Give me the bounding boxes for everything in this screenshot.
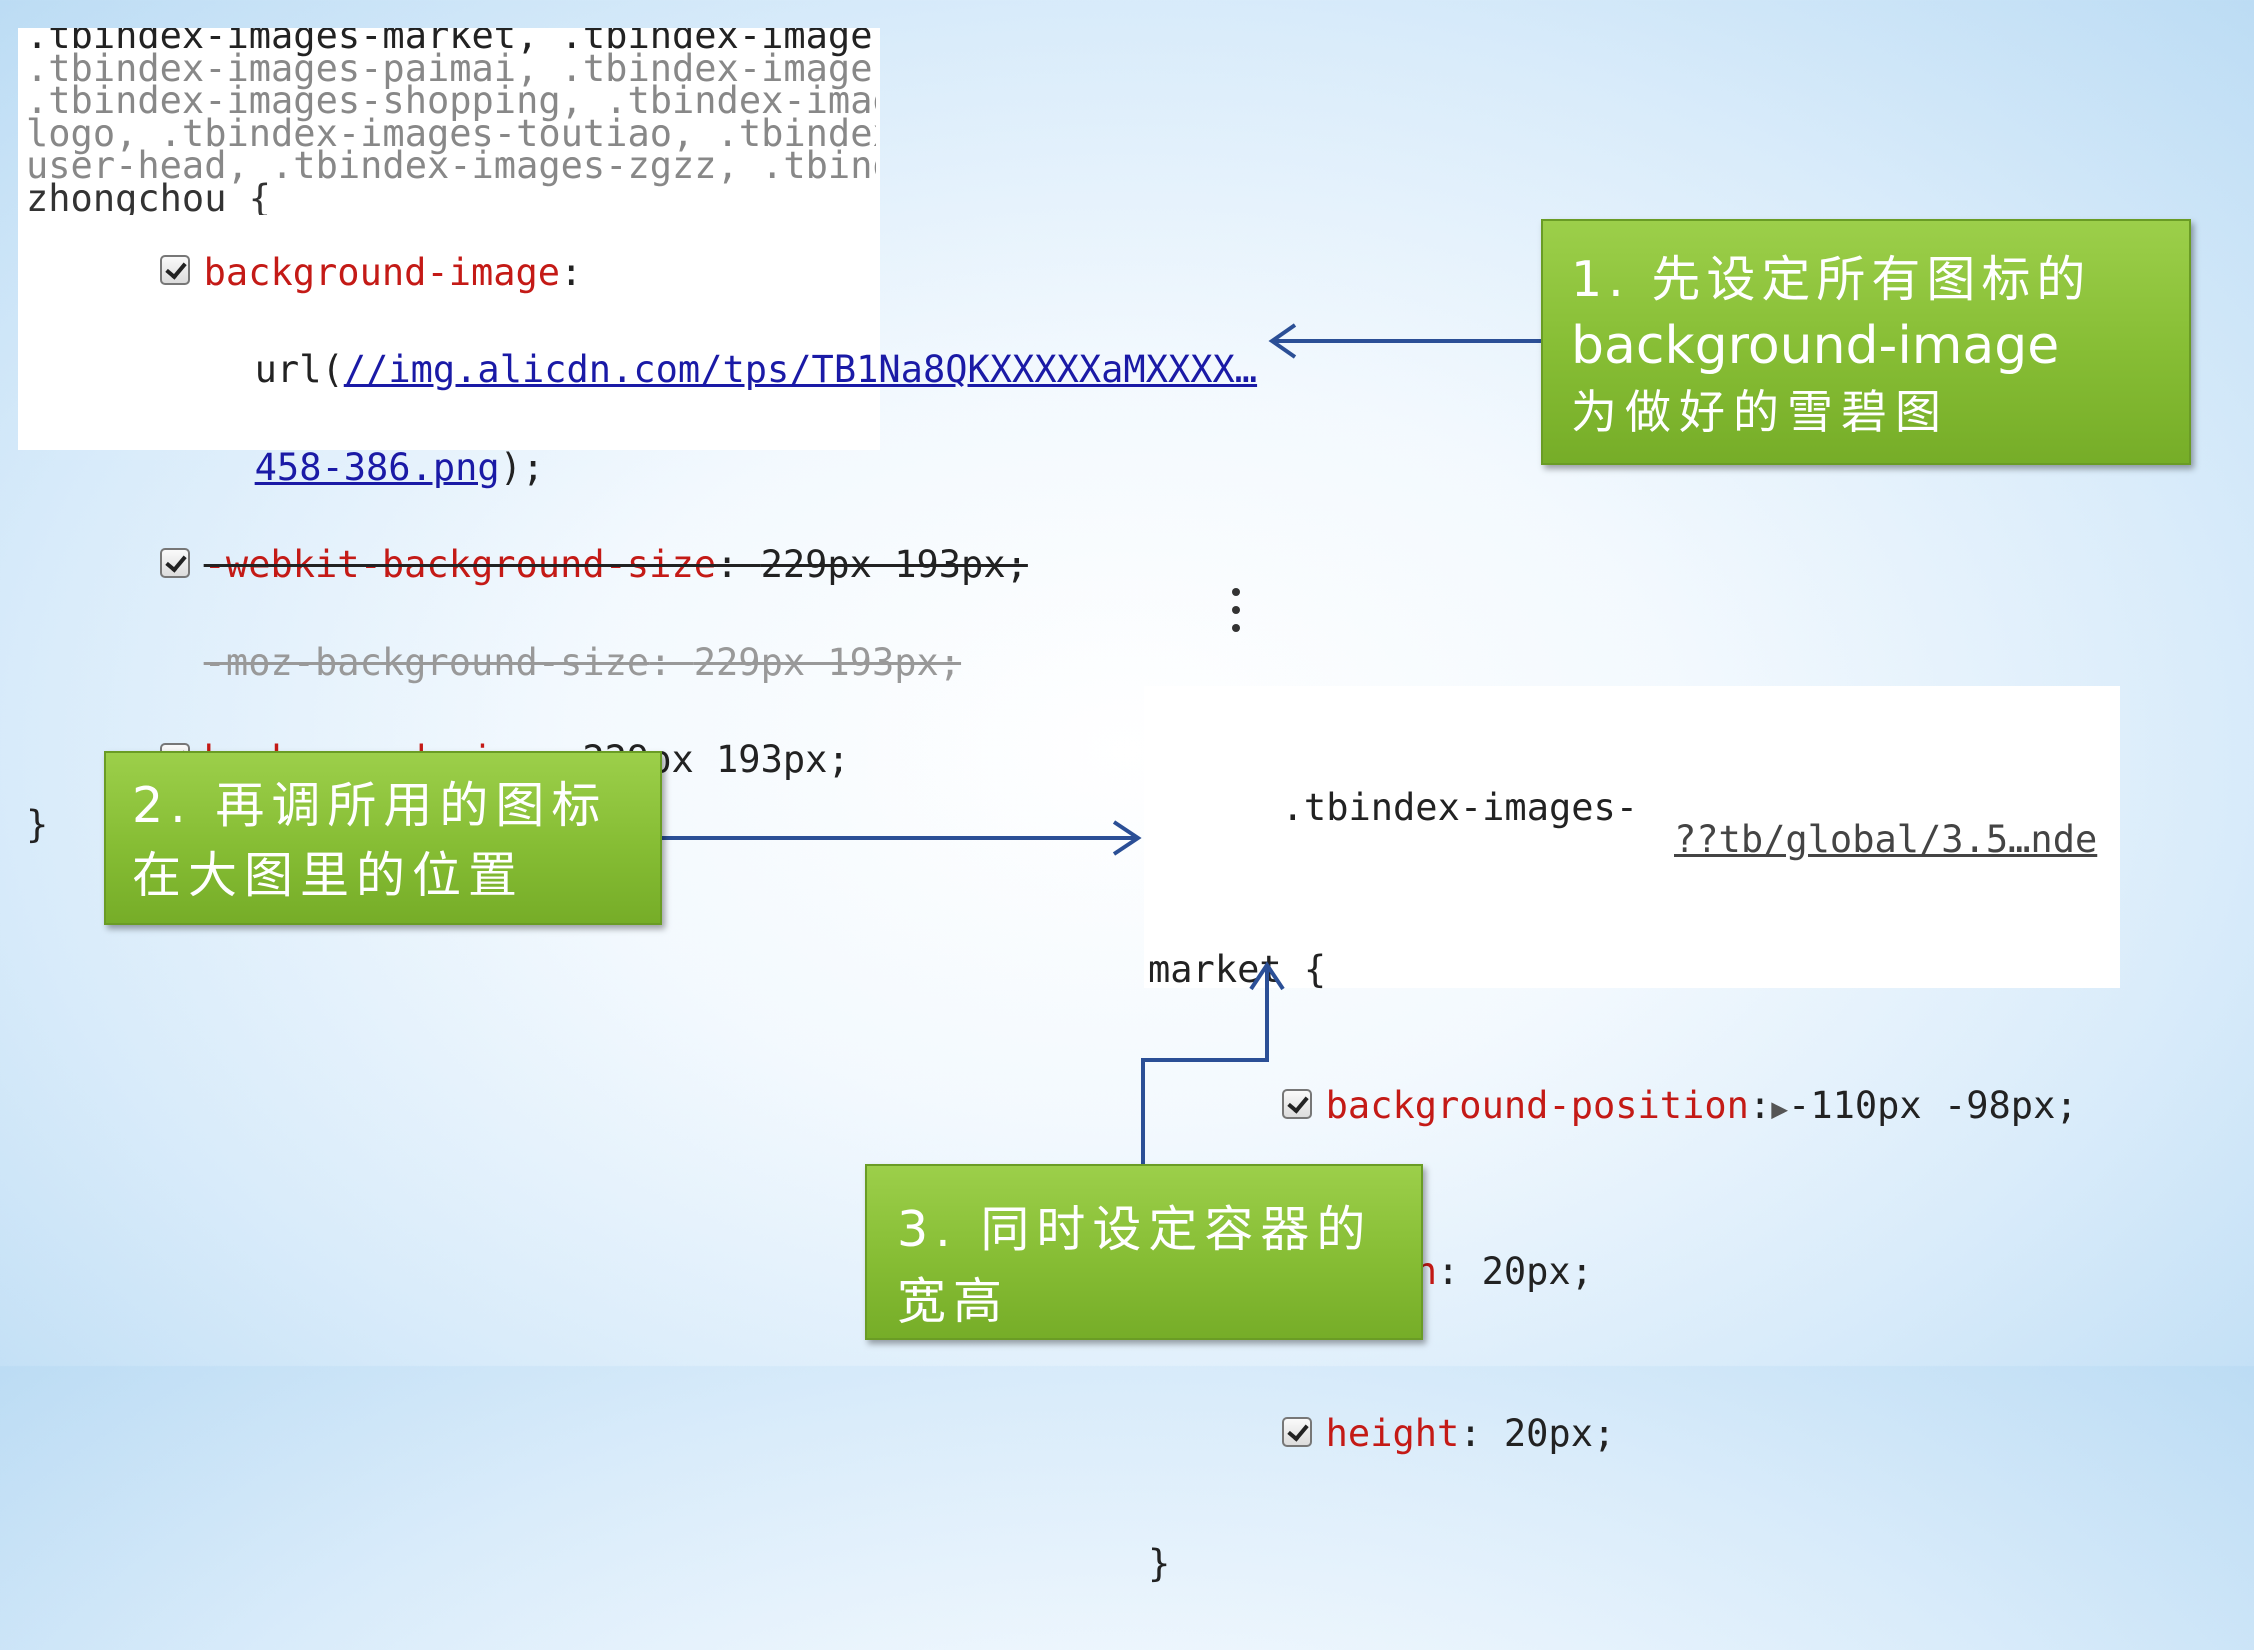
declaration-value-line: 458-386.png); (26, 419, 886, 517)
selector-line: user-head, .tbindex-images-zgzz, .tbinde… (26, 144, 876, 187)
sprite-url-link[interactable]: //img.alicdn.com/tps/TB1Na8QKXXXXXaMXXXX… (343, 348, 1258, 391)
selector-text: .tbindex-images- (1281, 785, 1639, 829)
checkbox-height[interactable] (1281, 1416, 1312, 1447)
checkbox-webkit-size[interactable] (159, 547, 190, 578)
selector-line: .tbindex-images-shopping, .tbindex-image… (26, 79, 876, 122)
css-rule-panel-sprite: .tbindex-images-market, .tbindex-images-… (18, 28, 1257, 843)
property-value: 229px 193px; (693, 640, 962, 684)
arrow-3 (1141, 965, 1269, 1164)
closing-brace: } (26, 803, 49, 846)
expand-triangle-icon[interactable]: ▶ (1771, 1092, 1789, 1125)
declaration-background-image: background-image: (26, 224, 886, 322)
callout-text: 3. 同时设定容器的 (897, 1201, 1373, 1258)
callout-text: 1. 先设定所有图标的 (1571, 251, 2092, 308)
property-value: 229px 193px; (760, 543, 1028, 586)
callout-text: 宽高 (897, 1273, 1010, 1330)
property-name: height (1325, 1412, 1460, 1455)
selector-line: market { (1148, 948, 1327, 991)
property-value: -110px -98px; (1788, 1084, 2078, 1127)
property-value: 20px; (1481, 1249, 1593, 1293)
checkbox-background-image[interactable] (159, 255, 190, 285)
closing-brace: } (1148, 1542, 1171, 1585)
declaration-moz-size: -moz-background-size: 229px 193px; (203, 640, 962, 684)
property-name: background-image (203, 250, 561, 294)
property-name: -webkit-background-size (203, 543, 717, 586)
property-name: background-position (1325, 1084, 1749, 1127)
source-link[interactable]: ??tb/global/3.5…nde (1674, 818, 2098, 861)
declaration-background-position: background-position:▶-110px -98px; (1148, 1058, 2118, 1159)
connector-arrows (662, 323, 1544, 1164)
css-rule-panel-market: .tbindex-images- ??tb/global/3.5…nde mar… (1144, 686, 2120, 1582)
property-name: -moz-background-size (203, 640, 650, 684)
property-value: 20px; (1503, 1412, 1616, 1455)
more-options-icon[interactable] (1228, 588, 1244, 640)
selector-line: .tbindex-images-paimai, .tbindex-images-… (26, 46, 876, 90)
declaration-webkit-size: -webkit-background-size: 229px 193px; (26, 517, 1028, 615)
declaration-value-line: url(//img.alicdn.com/tps/TB1Na8QKXXXXXaM… (26, 322, 1257, 420)
callout-text: 为做好的雪碧图 (1571, 385, 1949, 439)
url-suffix: ); (499, 445, 545, 489)
callout-text: 2. 再调所用的图标 (132, 777, 608, 834)
callout-step-3: 3. 同时设定容器的 宽高 (865, 1164, 1423, 1340)
callout-step-1: 1. 先设定所有图标的 background-image 为做好的雪碧图 (1541, 219, 2191, 465)
checkbox-background-position[interactable] (1281, 1088, 1312, 1119)
selector-line: logo, .tbindex-images-toutiao, .tbindex-… (26, 111, 876, 155)
declaration-height: height: 20px; (1148, 1386, 2118, 1484)
callout-step-2: 2. 再调所用的图标 在大图里的位置 (104, 751, 662, 925)
callout-text: background-image (1571, 316, 2060, 376)
selector-line: .tbindex-images- ??tb/global/3.5…nde (1148, 759, 2118, 889)
selector-line: zhongchou { (26, 176, 272, 215)
url-prefix: url( (254, 348, 344, 391)
selector-line: .tbindex-images-market, .tbindex-images-… (26, 28, 876, 57)
callout-text: 在大图里的位置 (132, 847, 525, 904)
sprite-url-link-cont[interactable]: 458-386.png (254, 445, 500, 489)
